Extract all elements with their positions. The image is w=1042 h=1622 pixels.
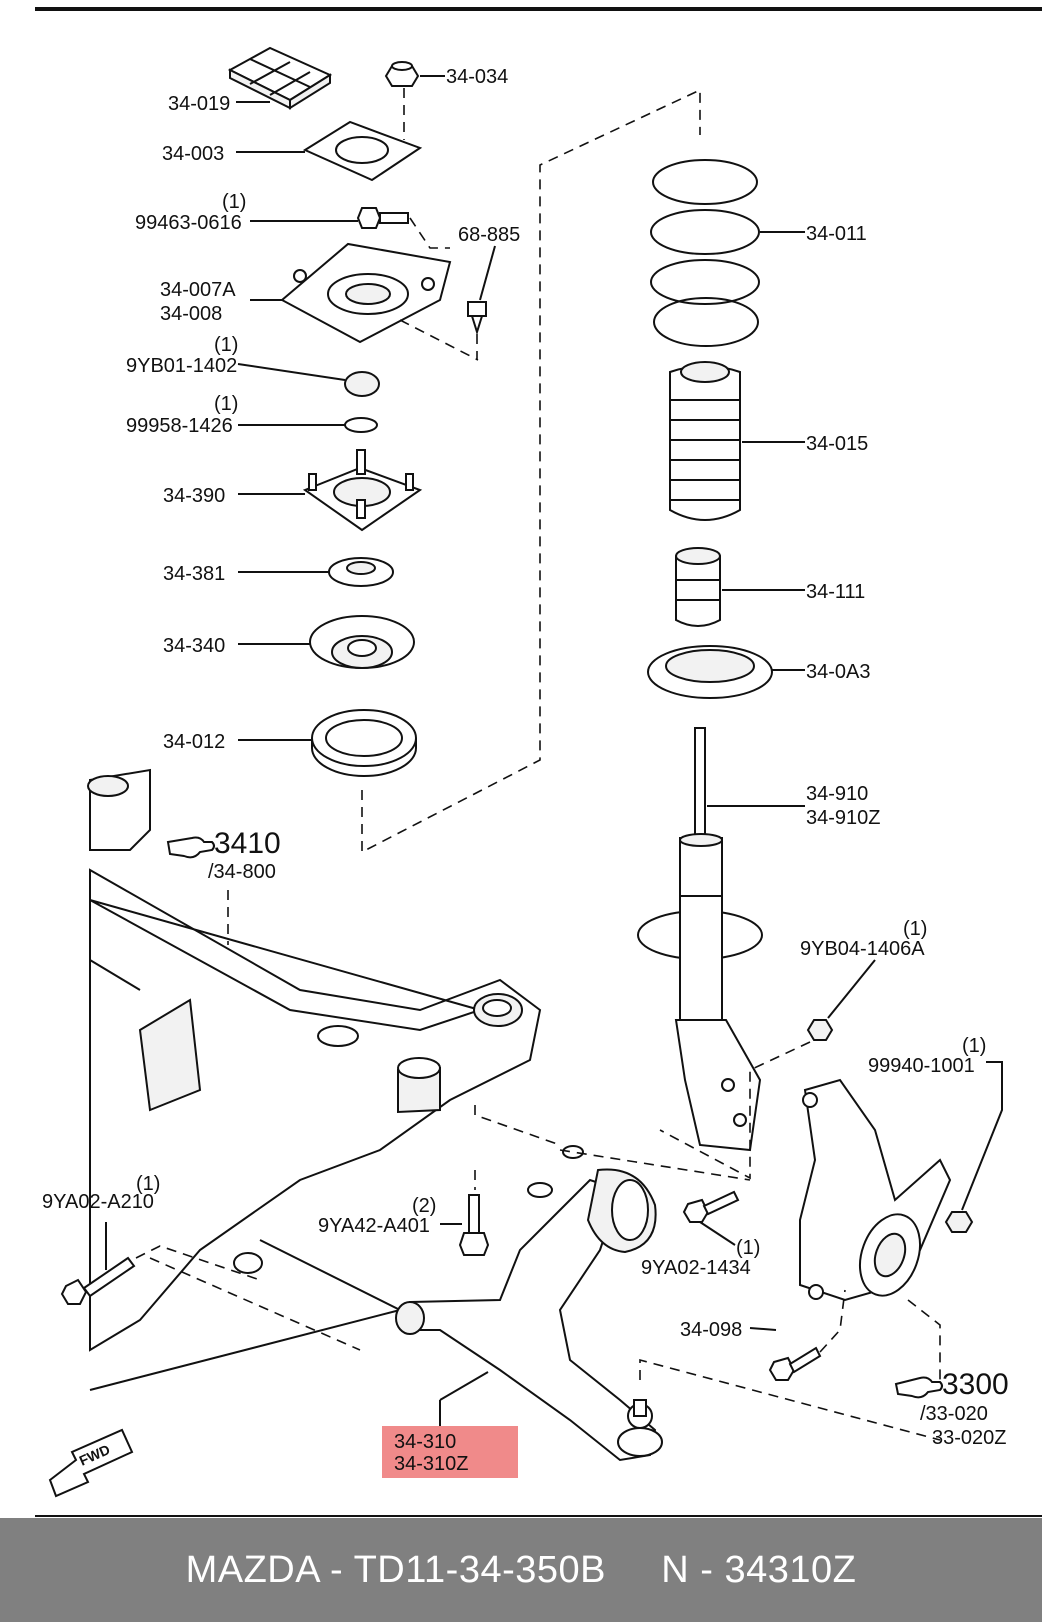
part-34-011-spring	[650, 159, 760, 347]
callout-34-310z: 34-310Z	[394, 1453, 469, 1475]
callout-34-011: 34-011	[806, 223, 867, 245]
callout-34-003: 34-003	[162, 143, 224, 165]
hand-pointer-icon	[166, 836, 215, 859]
callout-9ya02-a210: 9YA02-A210	[42, 1191, 154, 1213]
part-34-340-seat	[309, 615, 415, 669]
part-34-0a3-seat	[647, 645, 773, 699]
hand-pointer-icon-2	[894, 1376, 943, 1399]
fwd-arrow-icon: FWD	[48, 1428, 134, 1498]
callout-9yb04-qty: (1)	[903, 918, 927, 940]
part-99463-0616-bolt	[356, 207, 409, 229]
part-34-003-gasket	[302, 120, 423, 182]
part-34-019-pad	[227, 46, 333, 110]
callout-99463-qty: (1)	[222, 191, 246, 213]
callout-34-310: 34-310	[394, 1431, 456, 1453]
stack-leader-dashes	[361, 88, 701, 854]
callout-9ya42-a401: 9YA42-A401	[318, 1215, 430, 1237]
callout-3300: 3300	[942, 1368, 1009, 1401]
callout-9ya02b-qty: (1)	[736, 1237, 760, 1259]
callout-33-020z: 33-020Z	[932, 1427, 1007, 1449]
part-crossmember-3410	[87, 768, 542, 1391]
part-34-034-nut	[384, 61, 420, 87]
part-34-381-bearing	[328, 557, 394, 587]
callout-34-007a: 34-007A	[160, 279, 236, 301]
part-99958-1426-washer	[344, 417, 378, 433]
callout-99940-1001: 99940-1001	[868, 1055, 975, 1077]
callout-34-111: 34-111	[806, 581, 865, 603]
callout-34-910: 34-910	[806, 783, 868, 805]
footer-bar: MAZDA - TD11-34-350B N - 34310Z	[0, 1518, 1042, 1622]
part-34-390-mount	[302, 449, 423, 532]
callout-34-034: 34-034	[446, 66, 508, 88]
part-68-885-clip	[467, 301, 487, 336]
part-9yb01-1402-nut	[344, 371, 380, 397]
part-9ya02-1434-bolt	[682, 1190, 740, 1223]
callout-34-012: 34-012	[163, 731, 225, 753]
callout-9ya02-1434: 9YA02-1434	[641, 1257, 751, 1279]
callout-99940-qty: (1)	[962, 1035, 986, 1057]
part-9yb04-1406a-nut	[806, 1019, 834, 1041]
callout-34-015: 34-015	[806, 433, 868, 455]
part-34-910-shock	[637, 727, 763, 1152]
part-34-015-boot	[669, 361, 741, 521]
part-steering-knuckle	[799, 1078, 952, 1302]
highlight-box	[382, 1426, 518, 1478]
callout-68-885: 68-885	[458, 224, 520, 246]
part-34-310-control-arm	[395, 1145, 663, 1462]
callout-3410: 3410	[214, 827, 281, 860]
callout-34-0a3: 34-0A3	[806, 661, 871, 683]
exploded-parts-diagram: 34-019 34-034 34-003 (1) 99463-0616 68-8…	[35, 7, 1042, 1517]
footer-part-number: MAZDA - TD11-34-350B N - 34310Z	[185, 1548, 857, 1591]
callout-34-008: 34-008	[160, 303, 222, 325]
part-99940-1001-nut	[944, 1211, 974, 1233]
part-34-012-insulator	[311, 709, 417, 777]
callout-34-098: 34-098	[680, 1319, 742, 1341]
part-34-007a-bracket	[280, 242, 452, 344]
part-9ya02-a210-bolt	[60, 1256, 136, 1305]
part-34-111-bumpstop	[675, 547, 721, 627]
callout-9yb01-qty: (1)	[214, 334, 238, 356]
callout-34-800: /34-800	[208, 861, 276, 883]
callout-34-381: 34-381	[163, 563, 225, 585]
callout-33-020: /33-020	[920, 1403, 988, 1425]
callout-34-910z: 34-910Z	[806, 807, 881, 829]
callout-9yb04-1406a: 9YB04-1406A	[800, 938, 925, 960]
callout-99958-1426: 99958-1426	[126, 415, 233, 437]
callout-34-390: 34-390	[163, 485, 225, 507]
callout-9ya42-qty: (2)	[412, 1195, 436, 1217]
callout-9yb01-1402: 9YB01-1402	[126, 355, 237, 377]
part-34-098-bolt	[768, 1346, 822, 1381]
callout-99958-qty: (1)	[214, 393, 238, 415]
callout-9ya02a-qty: (1)	[136, 1173, 160, 1195]
part-9ya42-a401-bolt	[458, 1194, 490, 1256]
callout-34-340: 34-340	[163, 635, 225, 657]
callout-34-019: 34-019	[168, 93, 230, 115]
callout-99463-0616: 99463-0616	[135, 212, 242, 234]
